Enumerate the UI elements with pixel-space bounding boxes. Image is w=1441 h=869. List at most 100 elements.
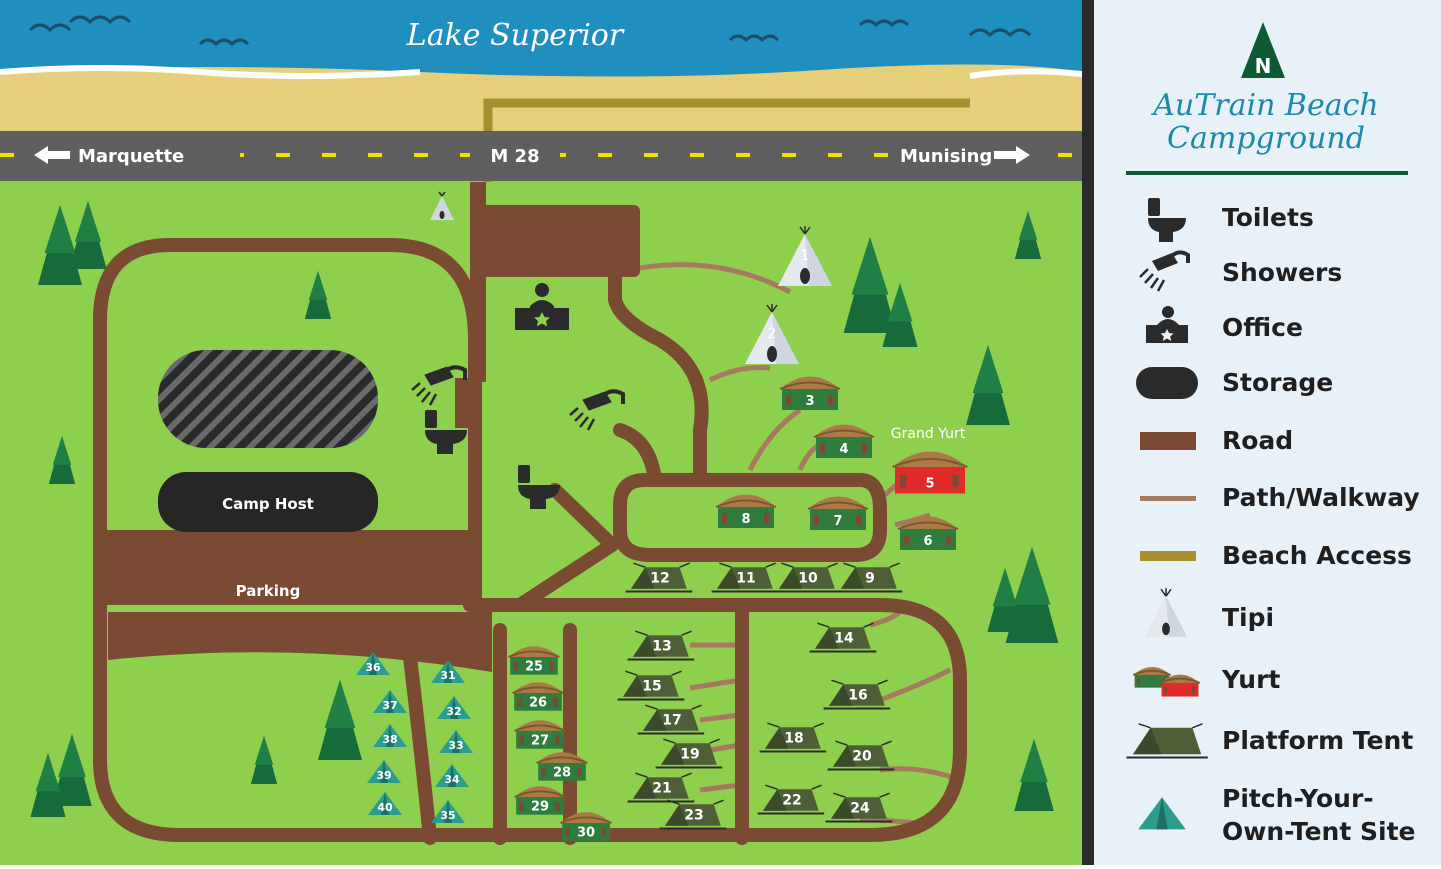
pitch-tent-site[interactable]: 36 — [356, 652, 390, 675]
platform-tent-site[interactable]: 22 — [757, 784, 825, 815]
legend-label: Road — [1222, 426, 1293, 455]
site-number: 14 — [834, 631, 854, 647]
yurt-site[interactable]: 28 — [536, 752, 588, 781]
path-swatch — [1140, 496, 1196, 501]
tree-icon — [318, 680, 362, 760]
site-number: 13 — [652, 639, 671, 655]
site-number: 5 — [925, 476, 934, 491]
yurt-site[interactable]: 29 — [514, 786, 566, 815]
site-number: 3 — [805, 394, 814, 409]
platform-tent-site[interactable]: 11 — [711, 562, 779, 593]
yurt-site[interactable] — [1159, 674, 1201, 697]
site-number: 7 — [833, 514, 842, 529]
platform-tent-site[interactable]: 24 — [825, 792, 893, 823]
platform-tent-site[interactable]: 19 — [655, 738, 723, 769]
platform-tent-site[interactable]: 21 — [627, 772, 695, 803]
platform-tent-site[interactable]: 23 — [659, 799, 727, 830]
grand-yurt-label: Grand Yurt — [891, 426, 966, 442]
site-number: 23 — [684, 808, 703, 824]
platform-tent-site[interactable]: 18 — [759, 722, 827, 753]
pitch-tent-site[interactable]: 33 — [439, 730, 473, 753]
legend-title-line2: Campground — [1167, 121, 1365, 156]
pitch-tent-site[interactable]: 32 — [437, 696, 471, 719]
east-label: Munising — [900, 146, 992, 167]
yurt-site[interactable]: 5 — [892, 451, 968, 494]
site-number: 34 — [444, 773, 460, 786]
platform-tent-site[interactable]: 12 — [625, 562, 693, 593]
pitch-tent-site[interactable]: 37 — [373, 690, 407, 713]
yurt-site[interactable]: 30 — [560, 812, 612, 841]
yurt-site[interactable]: 25 — [508, 646, 560, 675]
pitch-tent-site[interactable]: 31 — [431, 660, 465, 683]
pitch-tent-site[interactable]: 40 — [368, 792, 402, 815]
platform-tent-site[interactable]: 10 — [773, 562, 841, 593]
tree-icon — [250, 736, 278, 784]
yurt-site[interactable]: 4 — [813, 424, 875, 459]
site-number: 2 — [768, 326, 777, 342]
tipi-site[interactable]: 2 — [745, 304, 799, 364]
legend-label: Tipi — [1222, 603, 1274, 632]
platform-tent-site[interactable] — [1126, 723, 1208, 759]
legend-label: Storage — [1222, 368, 1333, 397]
site-number: 27 — [531, 733, 549, 748]
office-icon — [1146, 306, 1188, 343]
platform-tent-site[interactable]: 17 — [637, 704, 705, 735]
lake-superior — [0, 0, 1082, 78]
site-number: 26 — [529, 695, 547, 710]
yurt-site[interactable]: 8 — [715, 494, 777, 529]
pitch-tent-site[interactable]: 35 — [431, 800, 465, 823]
camp-host-area — [158, 472, 378, 532]
legend-label: Yurt — [1221, 665, 1280, 694]
pitch-tent-site[interactable]: 38 — [373, 724, 407, 747]
site-number: 37 — [382, 699, 397, 712]
platform-tent-site[interactable]: 20 — [827, 740, 895, 771]
tree-icon — [882, 283, 918, 347]
tree-icon — [1005, 547, 1059, 643]
site-number: 20 — [852, 749, 872, 765]
legend-label: Office — [1222, 313, 1303, 342]
yurt-site[interactable]: 27 — [514, 720, 566, 749]
storage-icon — [1136, 367, 1198, 399]
site-number: 19 — [680, 747, 699, 763]
platform-tent-site[interactable]: 16 — [823, 679, 891, 710]
yurt-site[interactable]: 7 — [807, 496, 869, 531]
site-number: 18 — [784, 731, 803, 747]
tipi-icon — [1144, 588, 1188, 637]
lake-label: Lake Superior — [406, 18, 625, 53]
site-number: 15 — [642, 679, 661, 695]
legend-label: Platform Tent — [1222, 726, 1413, 755]
legend-icons — [1126, 198, 1208, 830]
yurt-site[interactable]: 26 — [512, 682, 564, 711]
camp-host-label: Camp Host — [222, 495, 314, 513]
shower-icon — [411, 365, 467, 406]
site-number: 32 — [446, 705, 461, 718]
platform-tent-site[interactable]: 13 — [627, 630, 695, 661]
east-arrow-icon — [994, 146, 1030, 164]
site-number: 28 — [553, 765, 571, 780]
pitch-tent-site[interactable]: 39 — [367, 760, 401, 783]
tipi-site[interactable] — [1144, 588, 1188, 637]
platform-tent-site[interactable]: 15 — [617, 670, 685, 701]
tree-icon — [30, 753, 66, 817]
pitch-tent-site[interactable]: 34 — [435, 764, 469, 787]
yurt-site[interactable] — [1132, 667, 1172, 688]
shower-icon — [1139, 250, 1190, 292]
site-number: 10 — [798, 571, 818, 587]
pitch-tent-site[interactable] — [1138, 797, 1186, 830]
legend-label: Pitch-Your- — [1222, 784, 1374, 813]
platform-tent-sites: 9 10 11 12 13 14 15 16 17 18 19 20 21 22 23 24 — [617, 562, 903, 830]
platform-tent-site[interactable]: 9 — [835, 562, 903, 593]
road-label: M 28 — [490, 146, 539, 167]
storage-area — [158, 350, 378, 448]
yurt-site[interactable]: 3 — [779, 376, 841, 411]
yurt-site[interactable]: 6 — [897, 516, 959, 551]
legend-divider — [1082, 0, 1094, 865]
pitch-tent-sites: 31 32 33 34 35 36 37 38 39 40 — [356, 652, 473, 823]
site-number: 8 — [741, 512, 750, 527]
platform-tent-site[interactable]: 14 — [809, 622, 877, 653]
tree-icon — [1014, 211, 1042, 259]
road-swatch — [1140, 432, 1196, 450]
tipi-site[interactable]: 1 — [778, 226, 832, 286]
